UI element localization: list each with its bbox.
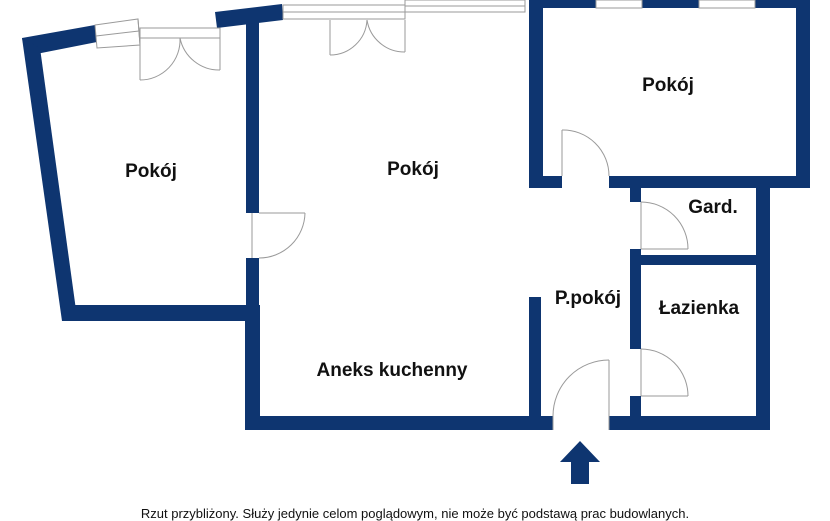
room-label-hallway: P.pokój (555, 288, 621, 309)
wall-partition-kitchen-hall (529, 297, 541, 430)
wall-left-room-bottom (62, 305, 260, 321)
window-right-room-2 (698, 0, 756, 9)
room-labels: Pokój Pokój Pokój Gard. P.pokój Łazienka… (125, 75, 739, 381)
window-right-room-1 (595, 0, 643, 9)
window-left-room (94, 18, 141, 49)
wall-left-room-left (22, 38, 76, 321)
room-label-left: Pokój (125, 161, 177, 182)
door-left-room (251, 212, 306, 259)
windows (94, 0, 756, 49)
wall-right-room-bottom-left (529, 176, 562, 188)
wall-partition-left-middle-lower (246, 258, 259, 308)
wall-right-room-top (529, 0, 809, 8)
door-wardrobe (640, 201, 689, 250)
door-bathroom (640, 348, 689, 397)
wall-hall-right-lower (630, 396, 641, 430)
wall-bottom-right (609, 416, 770, 430)
wall-wardrobe-bottom (630, 255, 770, 265)
wall-right-room-right (796, 0, 810, 188)
door-right-room (561, 129, 610, 177)
wall-right-room-left-lower (529, 130, 543, 185)
wall-hall-right-upper (630, 176, 641, 202)
room-label-middle: Pokój (387, 159, 439, 180)
door-entrance (552, 359, 610, 430)
wall-middle-top-left (215, 4, 283, 28)
wall-partition-left-middle-upper (246, 20, 259, 213)
walls (22, 0, 810, 430)
wall-right-room-left-upper (529, 0, 543, 130)
room-label-kitchen: Aneks kuchenny (317, 360, 468, 381)
room-label-bathroom: Łazienka (659, 298, 740, 319)
wall-middle-left-outer (245, 305, 260, 430)
balcony-door-middle-room (282, 4, 406, 56)
room-label-wardrobe: Gard. (688, 197, 738, 218)
entrance-arrow-icon (560, 441, 600, 484)
disclaimer-text: Rzut przybliżony. Służy jedynie celom po… (140, 506, 690, 521)
wall-left-room-top (22, 25, 97, 56)
wall-hall-right-middle (630, 249, 641, 349)
balcony-door-left-room (139, 27, 221, 81)
wall-bottom-left (245, 416, 553, 430)
window-middle-room-right (404, 0, 526, 13)
wall-service-right (756, 176, 770, 430)
room-label-right: Pokój (642, 75, 694, 96)
